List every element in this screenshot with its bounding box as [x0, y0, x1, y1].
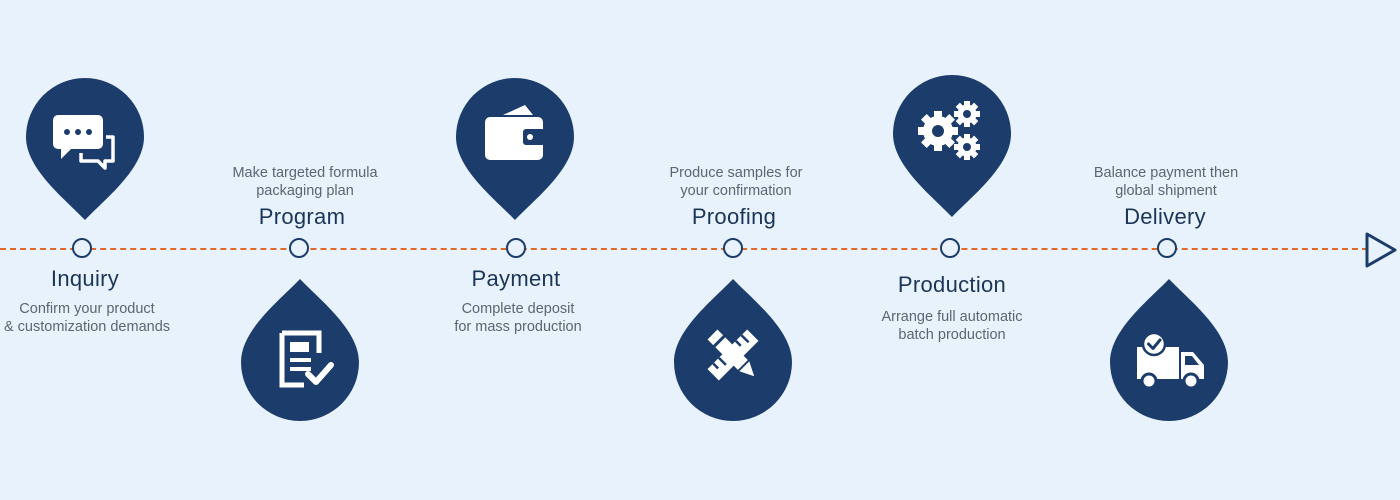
- program-drop-marker: [241, 279, 359, 421]
- timeline-arrow-icon: [1365, 232, 1397, 268]
- step-description-inquiry: Confirm your product& customization dema…: [3, 301, 171, 335]
- production-pin-marker: [893, 75, 1011, 217]
- delivery-truck-icon: [1137, 331, 1204, 390]
- timeline-node-inquiry: [72, 238, 92, 258]
- timeline-node-delivery: [1157, 238, 1177, 258]
- delivery-drop-marker: [1110, 279, 1228, 421]
- step-title-delivery: Delivery: [1124, 204, 1206, 229]
- timeline-node-payment: [506, 238, 526, 258]
- ruler-pencil-icon: [707, 329, 759, 381]
- wallet-icon: [485, 105, 545, 160]
- inquiry-pin-marker: [26, 78, 144, 220]
- timeline-dashed-line: [0, 248, 1368, 250]
- proofing-drop-marker: [674, 279, 792, 421]
- step-title-payment: Payment: [471, 266, 561, 291]
- timeline-node-production: [940, 238, 960, 258]
- step-title-proofing: Proofing: [691, 204, 777, 229]
- gears-icon: [918, 101, 980, 160]
- chat-bubbles-icon: [53, 115, 115, 170]
- payment-pin-marker: [456, 78, 574, 220]
- step-title-production: Production: [897, 272, 1007, 297]
- timeline-node-proofing: [723, 238, 743, 258]
- timeline-node-program: [289, 238, 309, 258]
- step-title-inquiry: Inquiry: [50, 266, 120, 291]
- document-check-icon: [279, 330, 334, 388]
- step-title-program: Program: [258, 204, 346, 229]
